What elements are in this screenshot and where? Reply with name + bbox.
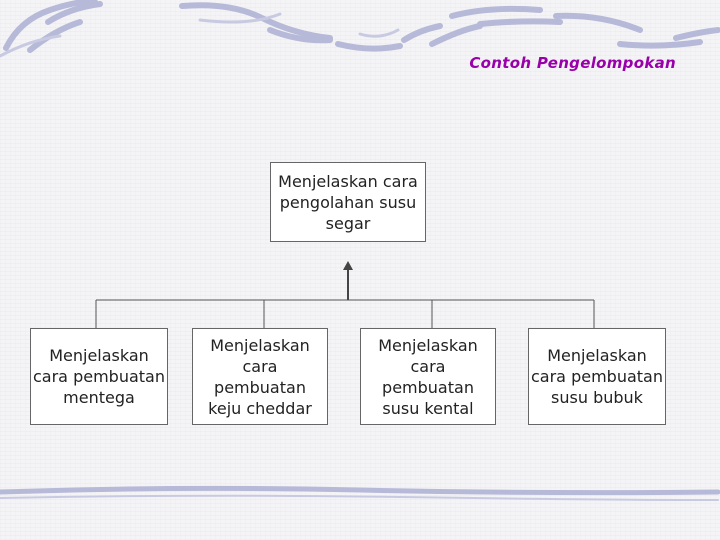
child-node-susu-kental: Menjelaskan cara pembuatan susu kental [360, 328, 496, 425]
root-node: Menjelaskan cara pengolahan susu segar [270, 162, 426, 242]
arrowhead-up [343, 261, 353, 270]
child-node-mentega: Menjelaskan cara pembuatan mentega [30, 328, 168, 425]
child-node-susu-bubuk: Menjelaskan cara pembuatan susu bubuk [528, 328, 666, 425]
child-node-keju-cheddar: Menjelaskan cara pembuatan keju cheddar [192, 328, 328, 425]
slide-title: Contoh Pengelompokan [469, 54, 676, 72]
decorative-top-border [0, 0, 720, 58]
decorative-bottom-border [0, 485, 720, 501]
